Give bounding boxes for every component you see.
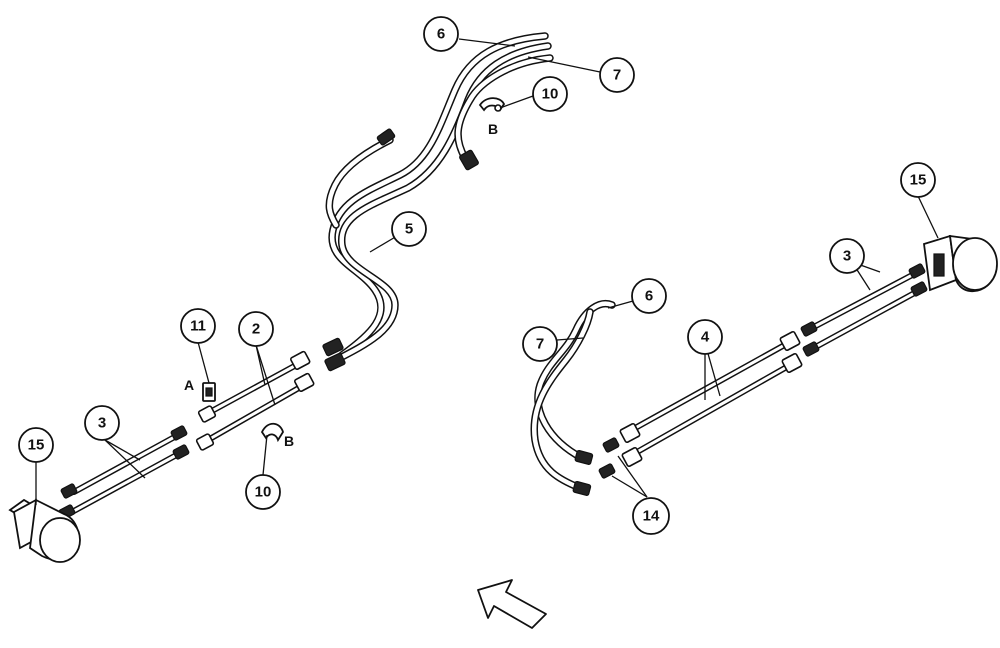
adapter-14 [598, 437, 620, 479]
svg-text:3: 3 [843, 248, 851, 265]
view-letter-a: A [184, 377, 194, 393]
svg-text:11: 11 [190, 318, 206, 335]
callout-6-top: 6 [423, 16, 459, 52]
svg-text:3: 3 [98, 415, 106, 432]
callout-2: 2 [238, 311, 274, 347]
callout-11: 11 [180, 308, 216, 344]
callout-14: 14 [632, 497, 670, 535]
leader-lines [35, 38, 939, 505]
tube-4 [619, 330, 803, 468]
callout-10-top: 10 [532, 76, 568, 112]
callout-4: 4 [687, 319, 723, 355]
svg-text:7: 7 [536, 336, 544, 353]
callout-10-bottom: 10 [245, 474, 281, 510]
callout-7-top: 7 [599, 57, 635, 93]
callout-7-right: 7 [522, 326, 558, 362]
callout-6-right: 6 [631, 278, 667, 314]
tube-3-left [58, 425, 190, 520]
svg-text:10: 10 [255, 484, 272, 501]
svg-text:5: 5 [405, 221, 413, 238]
svg-text:7: 7 [613, 67, 621, 84]
callout-15-left: 15 [18, 427, 54, 463]
svg-text:15: 15 [910, 172, 927, 189]
svg-text:2: 2 [252, 321, 260, 338]
clamp-10-bottom [260, 422, 284, 443]
tube-2 [195, 350, 315, 451]
hose-fitting-top-5 [376, 128, 396, 146]
callout-5: 5 [391, 211, 427, 247]
svg-text:6: 6 [645, 288, 653, 305]
svg-text:6: 6 [437, 26, 445, 43]
callout-3-right: 3 [829, 238, 865, 274]
tube-3-right [800, 263, 928, 357]
svg-text:14: 14 [643, 508, 660, 525]
svg-text:10: 10 [542, 86, 559, 103]
view-letter-b-bottom: B [284, 433, 294, 449]
motor-15-left [8, 498, 81, 563]
svg-text:4: 4 [701, 329, 710, 346]
motor-15-right [923, 234, 998, 293]
callout-15-right: 15 [900, 162, 936, 198]
clamp-10-top [478, 97, 506, 112]
hose-fitting-left-end [322, 337, 346, 372]
hose-fitting-top-7 [459, 149, 479, 171]
view-letter-b-top: B [488, 121, 498, 137]
svg-text:15: 15 [28, 437, 45, 454]
clamp-11 [202, 382, 216, 402]
front-direction-arrow-icon [477, 579, 547, 629]
callout-3-left: 3 [84, 405, 120, 441]
hose-6-7-top [325, 32, 554, 364]
